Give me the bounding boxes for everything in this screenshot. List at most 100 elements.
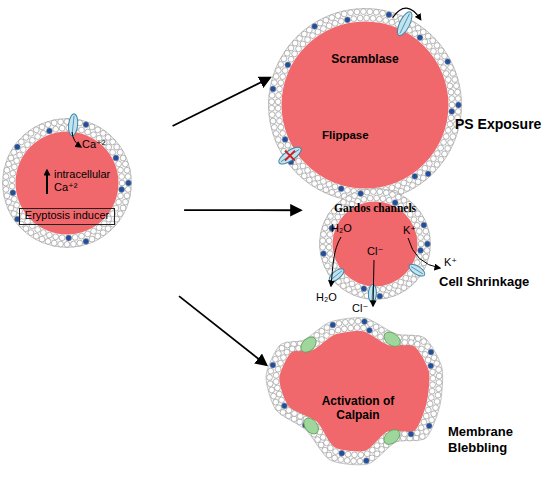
lipid-head: [277, 86, 283, 92]
lipid-head: [423, 429, 429, 435]
lipid-head: [448, 89, 454, 95]
lipid-head: [126, 180, 132, 186]
lipid-head: [442, 53, 448, 59]
lipid-leaflet: [9, 125, 125, 241]
lipid-head: [419, 346, 425, 352]
lipid-head: [267, 374, 273, 380]
lipid-head: [292, 40, 298, 46]
lipid-head: [348, 325, 354, 331]
node-text: Activation of Calpain: [310, 394, 406, 423]
lipid-head: [402, 340, 408, 346]
lipid-head: [280, 131, 286, 137]
lipid-head: [110, 139, 116, 145]
lipid-head: [39, 124, 45, 130]
lipid-head: [355, 318, 361, 324]
lipid-leaflet: [273, 325, 436, 458]
lipid-head: [269, 99, 275, 105]
lipid-head: [11, 164, 17, 170]
lipid-head: [45, 238, 51, 244]
lipid-head: [386, 12, 392, 18]
channel-pore: [400, 14, 410, 34]
lipid-head: [421, 339, 427, 345]
lipid-head: [326, 244, 332, 250]
lipid-head: [358, 291, 364, 297]
lipid-head: [374, 443, 380, 449]
node-text: K⁺: [403, 224, 416, 237]
lipid-head: [447, 83, 453, 89]
calcium-influx-arrow: [72, 132, 81, 147]
lipid-head: [324, 263, 330, 269]
lipid-head: [284, 50, 290, 56]
lipid-head: [8, 205, 14, 211]
lipid-head: [436, 367, 442, 373]
lipid-head: [321, 231, 327, 237]
ion-label: Cl⁻: [352, 302, 368, 315]
lipid-head: [450, 70, 456, 76]
lipid-head: [119, 187, 125, 193]
lipid-head: [320, 434, 326, 440]
lipid-head: [386, 285, 392, 291]
lipid-head: [122, 199, 128, 205]
lipid-head: [319, 328, 325, 334]
lipid-head: [352, 193, 358, 199]
lipid-head: [323, 17, 329, 23]
lipid-head: [289, 346, 295, 352]
lipid-head: [416, 228, 422, 234]
lipid-head: [345, 17, 351, 23]
lipid-head: [455, 89, 461, 95]
lipid-head: [51, 240, 57, 246]
lipid-head: [35, 227, 41, 233]
lipid-head: [25, 142, 31, 148]
lipid-head: [11, 196, 17, 202]
lipid-head: [377, 293, 383, 299]
lipid-head: [117, 149, 123, 155]
lipid-head: [428, 395, 434, 401]
lipid-head: [116, 199, 122, 205]
lipid-head: [278, 360, 284, 366]
cell-drawing: [269, 8, 462, 201]
lipid-head: [392, 282, 398, 288]
lipid-head: [297, 169, 303, 175]
lipid-head: [395, 288, 401, 294]
membrane-outline: [320, 189, 431, 300]
lipid-head: [276, 351, 282, 357]
lipid-head: [267, 381, 273, 387]
lipid-head: [292, 164, 298, 170]
lipid-head: [18, 139, 24, 145]
lipid-head: [23, 134, 29, 140]
lipid-head: [329, 329, 335, 335]
lipid-head: [275, 385, 281, 391]
lipid-head: [379, 438, 385, 444]
cytoplasm: [333, 202, 418, 287]
lipid-head: [344, 458, 350, 464]
lipid-head: [430, 38, 436, 44]
lipid-head: [352, 289, 358, 295]
lipid-head: [339, 450, 345, 456]
lipid-head: [35, 134, 41, 140]
lipid-head: [344, 277, 350, 283]
lipid-head: [434, 43, 440, 49]
lipid-head: [423, 228, 429, 234]
lipid-head: [275, 137, 281, 143]
lipid-head: [118, 167, 124, 173]
lipid-head: [417, 35, 423, 41]
lipid-head: [281, 56, 287, 62]
lipid-head: [326, 181, 332, 187]
lipid-head: [320, 178, 326, 184]
lipid-head: [336, 321, 342, 327]
lipid-head: [348, 10, 354, 16]
lipid-head: [279, 397, 285, 403]
process-arrow: [173, 78, 270, 126]
node-text: PS Exposure: [455, 116, 541, 133]
lipid-head: [372, 331, 378, 337]
lipid-head: [370, 189, 376, 195]
lipid-head: [33, 233, 39, 239]
lipid-head: [408, 340, 414, 346]
lipid-head: [59, 125, 65, 131]
lipid-head: [355, 284, 361, 290]
lipid-head: [370, 189, 376, 195]
lipid-head: [10, 190, 16, 196]
lipid-head: [4, 193, 10, 199]
lipid-head: [301, 173, 307, 179]
